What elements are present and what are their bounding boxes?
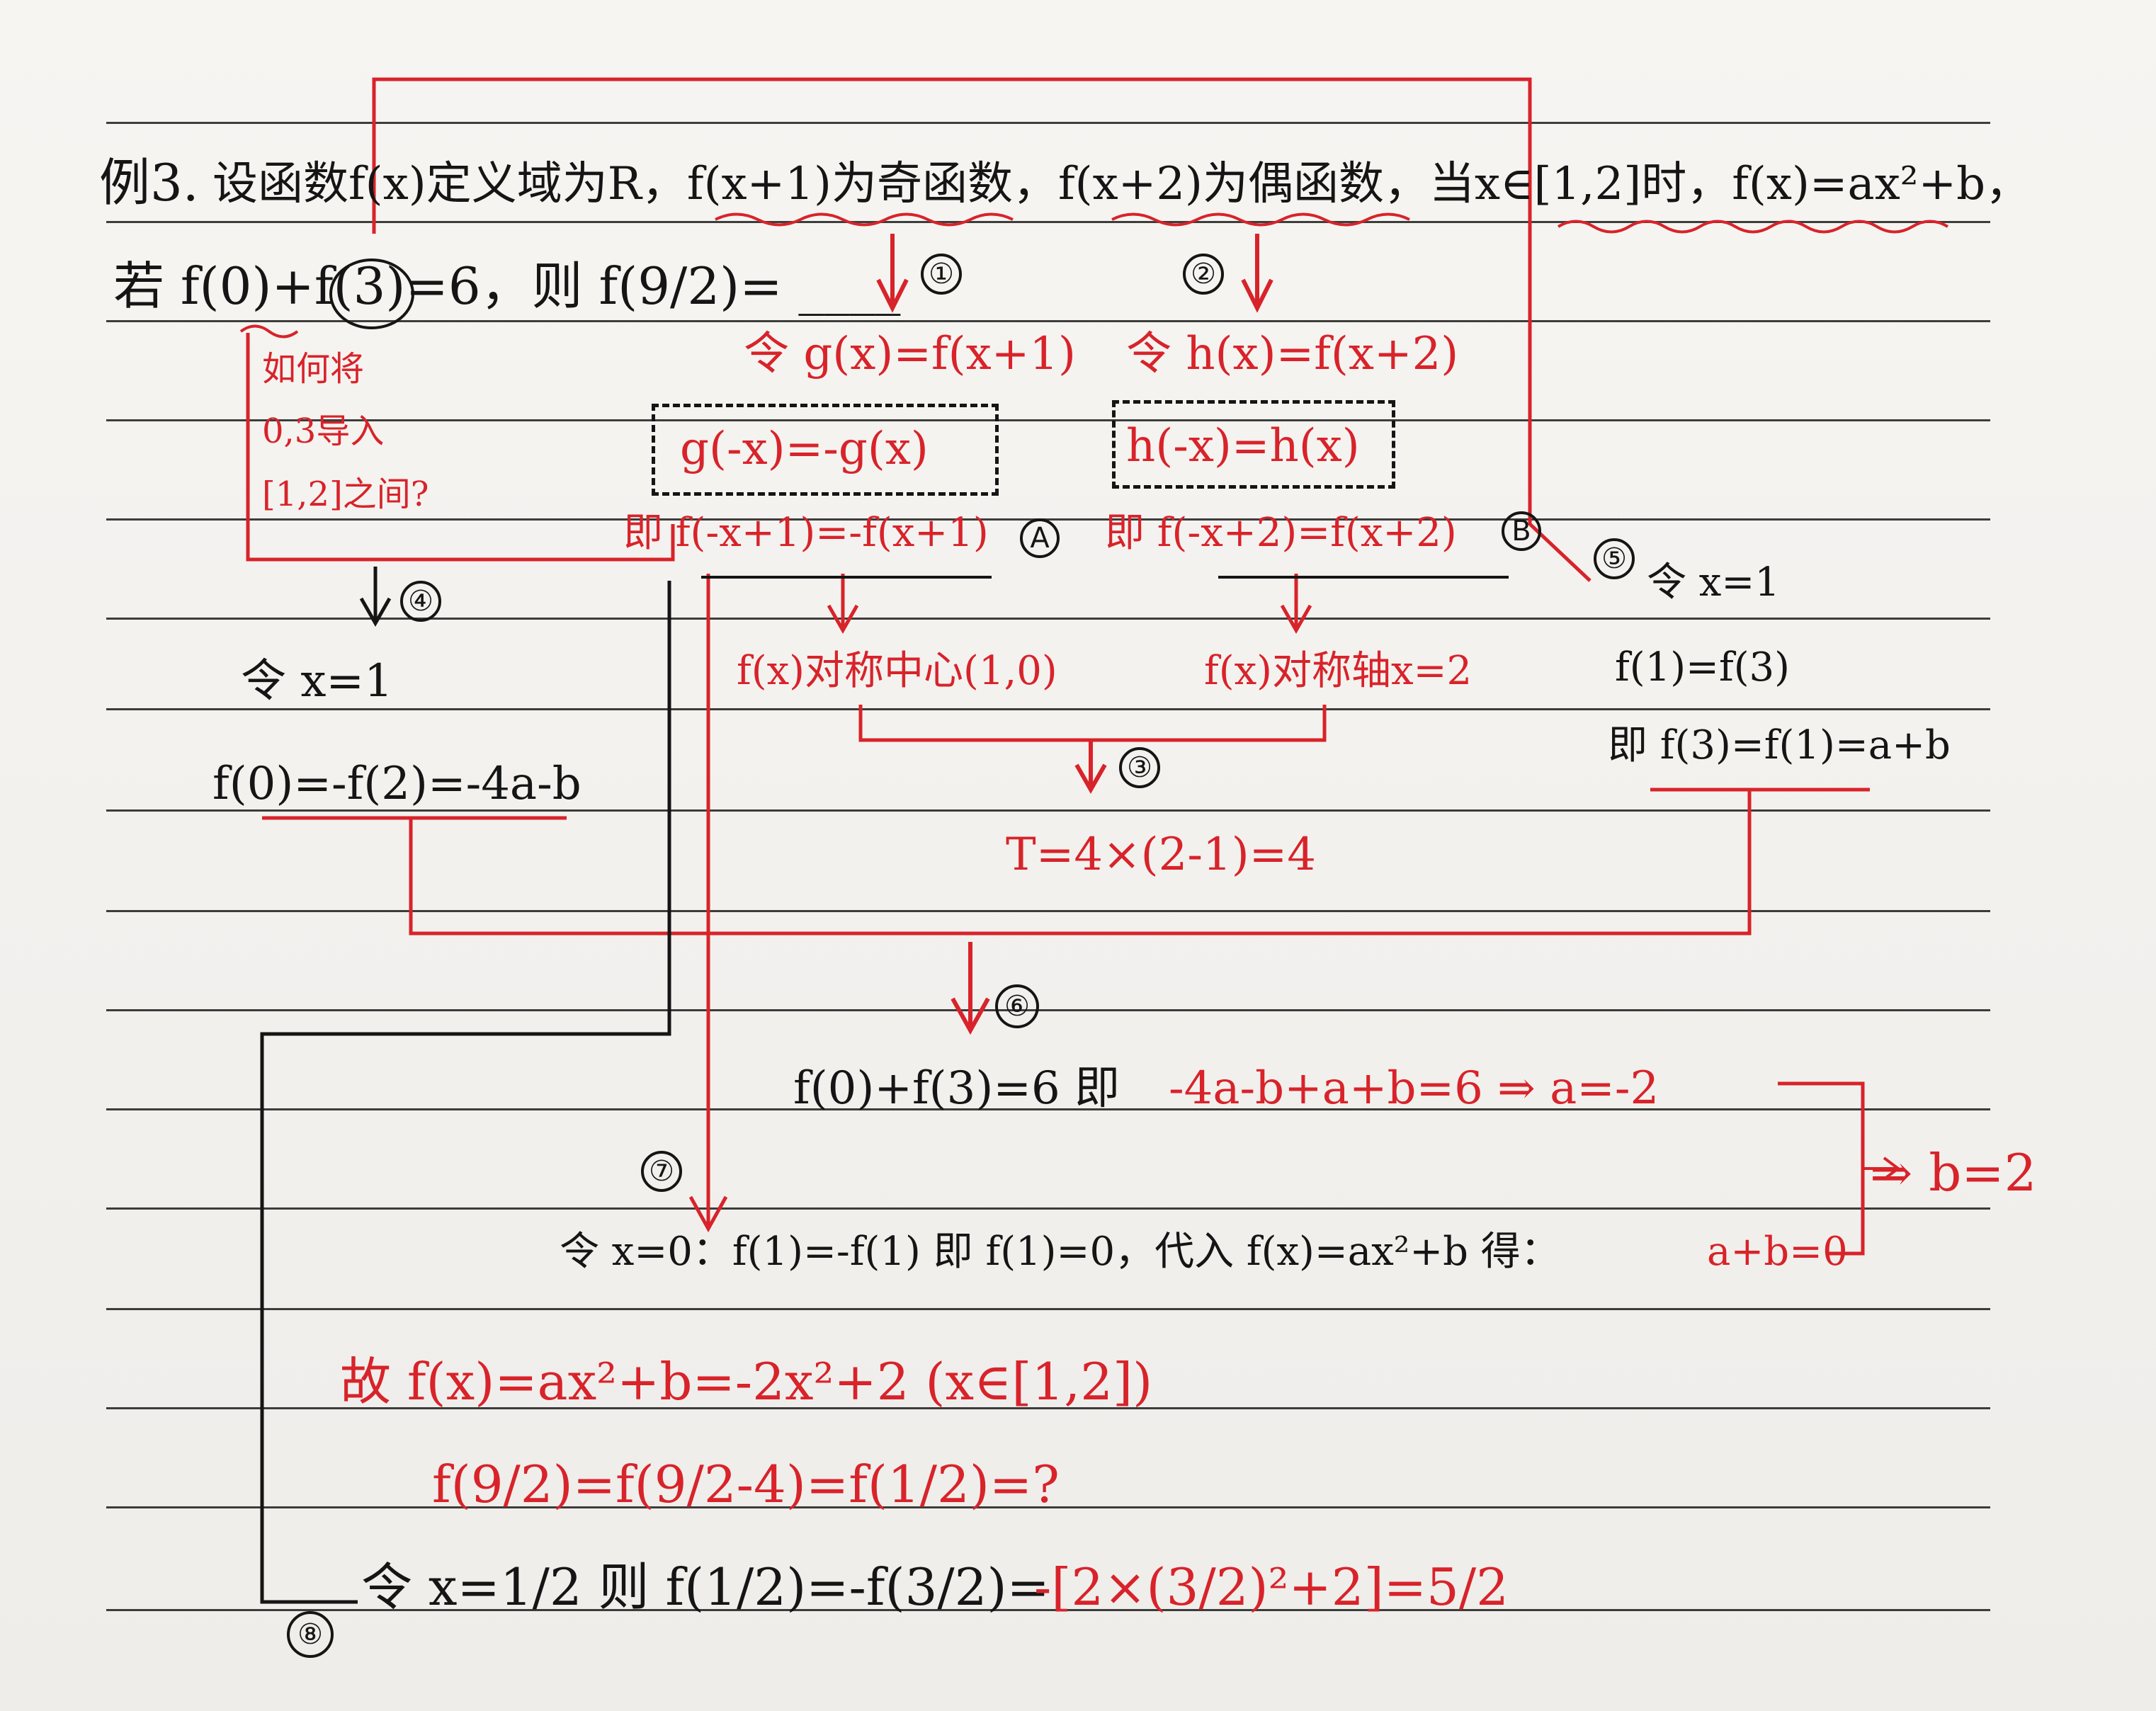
ruled-line (106, 708, 1990, 710)
margin-note: 如何将 0,3导入 [1,2]之间? (262, 347, 429, 516)
odd-boxed-frame (652, 404, 999, 496)
conclusion-line-2: f(9/2)=f(9/2-4)=f(1/2)=? (432, 1455, 1060, 1514)
problem-label: 例3. (99, 153, 199, 212)
odd-boxed: g(-x)=-g(x) (680, 423, 929, 475)
step6-black: f(0)+f(3)=6 即 (793, 1062, 1120, 1115)
period: T=4×(2-1)=4 (1006, 829, 1316, 881)
odd-define: 令 g(x)=f(x+1) (744, 328, 1077, 380)
margin-note-line: 如何将 (262, 349, 365, 389)
even-boxed-frame (1112, 400, 1395, 489)
step8-red: -[2×(3/2)²+2]=5/2 (1034, 1557, 1509, 1617)
ruled-line (106, 122, 1990, 124)
mark-b: B (1502, 511, 1541, 551)
step-label-1: ① (921, 254, 962, 295)
step6-red: -4a-b+a+b=6 ⇒ a=-2 (1169, 1062, 1659, 1115)
margin-note-line: [1,2]之间? (262, 474, 429, 514)
odd-symmetry: f(x)对称中心(1,0) (737, 648, 1057, 694)
mark-a: A (1020, 518, 1060, 558)
ruled-line (106, 1407, 1990, 1409)
ruled-line (106, 1308, 1990, 1310)
step4-result: f(0)=-f(2)=-4a-b (212, 758, 581, 810)
step7-red: a+b=0 (1707, 1229, 1848, 1275)
ruled-line (106, 518, 1990, 521)
problem-line-1: 设函数f(x)定义域为R，f(x+1)为奇函数，f(x+2)为偶函数，当x∈[1… (212, 158, 2031, 210)
ruled-line (106, 910, 1990, 912)
step-label-7: ⑦ (641, 1151, 682, 1192)
even-boxed: h(-x)=h(x) (1126, 420, 1360, 472)
ruled-line (106, 618, 1990, 620)
odd-expand: 即 f(-x+1)=-f(x+1) (623, 510, 989, 556)
conclusion-line-1: 故 f(x)=ax²+b=-2x²+2 (x∈[1,2]) (340, 1352, 1153, 1411)
ruled-line (106, 1108, 1990, 1110)
step-label-2: ② (1183, 254, 1224, 295)
even-define: 令 h(x)=f(x+2) (1126, 328, 1459, 380)
step5-eq1: f(1)=f(3) (1615, 644, 1791, 690)
step5-eq2: 即 f(3)=f(1)=a+b (1608, 722, 1951, 768)
step-label-5: ⑤ (1594, 538, 1635, 579)
problem-line-2: 若 f(0)+f(3)=6，则 f(9/2)= ____ (113, 256, 901, 316)
step4-let: 令 x=1 (241, 655, 393, 707)
ruled-line (106, 1506, 1990, 1508)
step7-black: 令 x=0：f(1)=-f(1) 即 f(1)=0，代入 f(x)=ax²+b … (560, 1229, 1560, 1275)
b-result: ⇒ b=2 (1870, 1143, 2037, 1203)
step-label-4: ④ (400, 581, 441, 622)
margin-note-line: 0,3导入 (262, 411, 385, 452)
ruled-line (106, 320, 1990, 322)
step8-black: 令 x=1/2 则 f(1/2)=-f(3/2)= (361, 1557, 1050, 1617)
step-label-3: ③ (1119, 747, 1160, 788)
step-label-6: ⑥ (995, 984, 1039, 1028)
ruled-line (106, 419, 1990, 421)
ruled-line (106, 1207, 1990, 1210)
step5-let: 令 x=1 (1647, 559, 1780, 606)
ruled-line (106, 1009, 1990, 1011)
ruled-line (106, 809, 1990, 812)
even-expand: 即 f(-x+2)=f(x+2) (1105, 510, 1457, 556)
even-symmetry: f(x)对称轴x=2 (1204, 648, 1473, 694)
step-label-8: ⑧ (287, 1611, 334, 1658)
ruled-line (106, 1609, 1990, 1611)
ruled-line (106, 221, 1990, 223)
